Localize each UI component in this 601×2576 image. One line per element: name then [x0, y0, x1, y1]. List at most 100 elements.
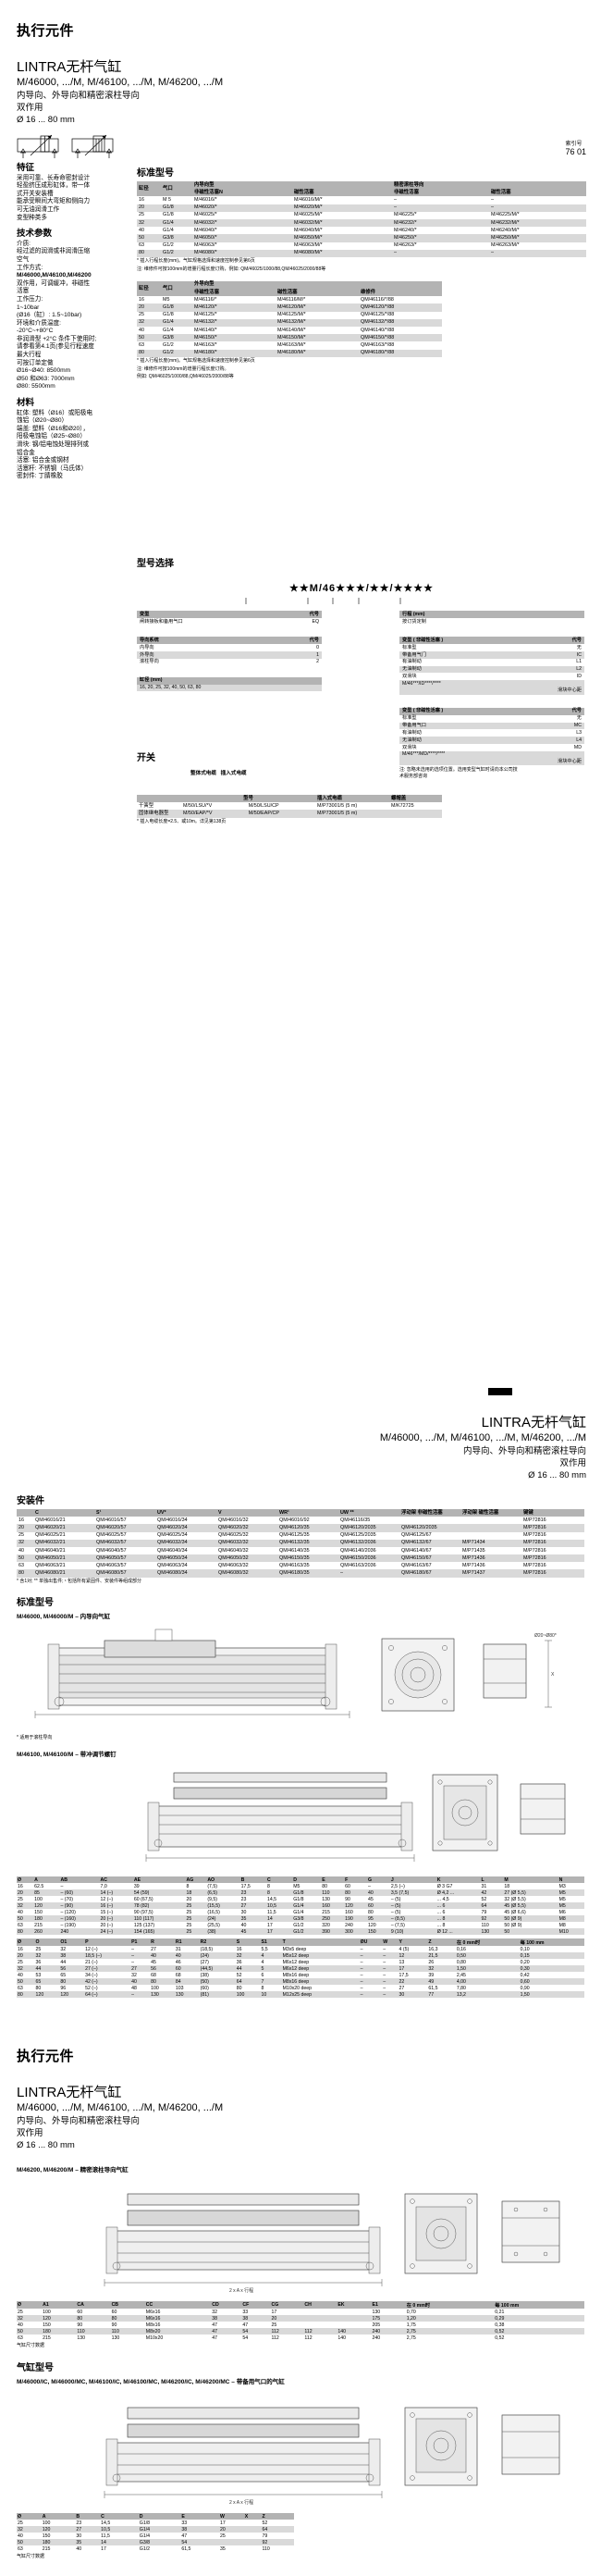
table-head-row: C S¹ UV* V WR¹ UW ** 浮动架 非磁性活塞 浮动架 磁性活塞 … — [17, 1508, 584, 1517]
guide-line: 内导向、外导向和精密滚柱导向 — [17, 2116, 141, 2127]
materials-list: 缸体: 塑料（Ø16）或阳极电 蚀铝（Ø20~Ø80） 端盖: 塑料（Ø16和Ø… — [17, 410, 126, 481]
col-group-roller: 精密滚柱导向 — [392, 181, 586, 190]
col-mag-roller: 磁性活塞 — [489, 189, 586, 197]
feature-line: 变型种类多 — [17, 214, 47, 221]
tech-line: 工作压力: — [17, 295, 43, 303]
col-c: C — [33, 1508, 94, 1517]
table-note: 注: 维修件可按100mm的增量行程长度订购，例如: QM/46025/1000… — [137, 266, 326, 272]
col-uw: UW ** — [338, 1508, 399, 1517]
table-note: * 插入行程长度(mm)。气缸规格选择和速度控制参见第6页 — [137, 358, 255, 365]
col-v: V — [216, 1508, 277, 1517]
model-line: M/46000, .../M, M/46100, .../M, M/46200,… — [17, 2102, 224, 2114]
table-row: 标准型无 — [399, 714, 584, 723]
tech-line: 可按订单定做 — [17, 359, 54, 366]
material-line: 缸体: 塑料（Ø16）或阳极电 — [17, 409, 93, 416]
table-head-row: 变型 ( 非磁性活塞 )代号 — [399, 707, 584, 715]
col-model: 型号 — [181, 795, 315, 803]
material-line: 密封件: 丁腈橡胶 — [17, 473, 63, 480]
tech-line: 1~10bar — [17, 303, 40, 311]
materials-heading: 材料 — [17, 398, 35, 409]
cylinder-drawing-inner-guide: Ø20~Ø80* X — [34, 1629, 557, 1719]
col-uv: UV* — [155, 1508, 216, 1517]
col-nonmag-roller: 非磁性活塞 — [392, 189, 489, 197]
col-nonmag: 非磁性活塞N — [192, 189, 292, 197]
table-note: * 插入行程长度(mm)。气缸规格选择和速度控制参见第6页 — [137, 258, 255, 265]
standard-models-block: 标准型号 缸径 气口 内导向型 精密滚柱导向 非磁性活塞N 磁性活塞 非磁性活塞… — [137, 165, 586, 380]
drawing1-caption: M/46000, M/46000/M – 内导向气缸 — [17, 1614, 111, 1621]
tech-line: 环境和介质温度: — [17, 319, 61, 327]
option-code-header: 代号 — [277, 611, 322, 619]
cylinder-drawing-roller-guide: 2 x A x 行程 — [104, 2193, 560, 2294]
table-head-row: 行程 (mm) — [399, 611, 584, 619]
guide-line: 内导向、外导向和精密滚柱导向 — [462, 1445, 586, 1456]
table-head-row: 变型代号 — [137, 611, 322, 619]
bore-line: Ø 16 ... 80 mm — [17, 115, 75, 125]
table-head-row-1: 缸径 气口 外导向型 — [137, 280, 442, 297]
drawing3-caption: M/46200, M/46200/M – 精密滚柱导向气缸 — [17, 2167, 129, 2174]
col-float-mag: 浮动架 磁性活塞 — [460, 1508, 521, 1517]
col-group-outer: 外导向型 — [192, 280, 442, 290]
page-separator-bar — [488, 1387, 512, 1395]
tech-line: 活塞 — [17, 288, 30, 295]
option-model-note: 滑块中心距 — [399, 758, 584, 766]
feature-line: 采用可靠、长寿命密封设计 — [17, 174, 91, 181]
table-head: C S¹ UV* V WR¹ UW ** 浮动架 非磁性活塞 浮动架 磁性活塞 … — [17, 1508, 584, 1517]
col-bore: 缸径 — [137, 181, 161, 197]
bore-line: Ø 16 ... 80 mm — [17, 2140, 75, 2151]
tech-line: 空气 — [17, 255, 30, 263]
index-value: 76 01 — [565, 147, 586, 156]
col-s: S¹ — [94, 1508, 155, 1517]
material-line: 阳极电蚀铝（Ø25~Ø80） — [17, 433, 86, 440]
switch-cable-headers: 整体式电缆 插入式电缆 — [190, 769, 451, 776]
col-mag: 磁性活塞 — [276, 289, 359, 297]
action-line: 双作用 — [559, 1457, 586, 1468]
tech-line: 最大行程 — [17, 352, 42, 359]
bore-line: Ø 16 ... 80 mm — [528, 1469, 586, 1480]
col-key: 键键 — [521, 1508, 584, 1517]
option-title: 变型 ( 非磁性活塞 ) — [399, 636, 539, 645]
tech-line: 双作用，可调缓冲，非磁性 — [17, 279, 91, 287]
mounting-note: * 含1对; ** 单独出售件; ¹ 包括所有紧固件、安装件等组成部分 — [17, 1579, 142, 1585]
material-line: 端盖: 塑料（Ø16和Ø20）， — [17, 425, 90, 432]
col-port: 气口 — [161, 280, 192, 297]
cylinder-symbol-magnetic-icon — [71, 134, 114, 158]
